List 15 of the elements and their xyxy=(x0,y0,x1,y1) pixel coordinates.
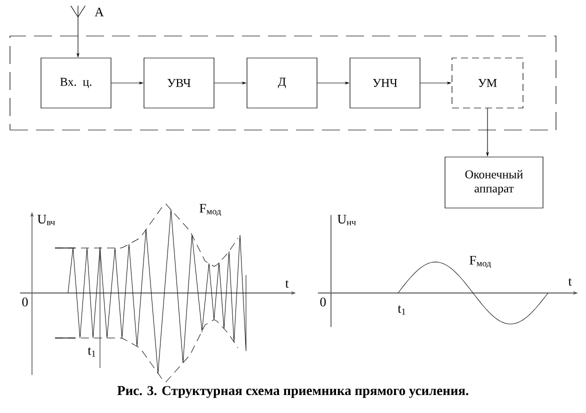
axis-label: 0 xyxy=(22,298,28,306)
block-box: УНЧ xyxy=(350,58,420,108)
block-box: УВЧ xyxy=(144,58,214,108)
axis-label: t$_{1}$ xyxy=(88,347,96,357)
dashed-frame xyxy=(10,36,556,130)
axis-label: t xyxy=(285,280,289,288)
axis-label: U$_{вч}$ xyxy=(37,214,55,226)
antenna-label: А xyxy=(94,8,104,16)
axis-label: F$_{мод}$ xyxy=(200,204,221,216)
block-box: УМ xyxy=(452,58,524,108)
block-box: Д xyxy=(246,58,318,108)
caption: Рис. 3. Структурная схема приемника прямого усиления. xyxy=(117,386,468,398)
block-box: Оконечный аппарат xyxy=(444,156,544,208)
block-box: Вх. ц. xyxy=(40,58,112,108)
antenna-symbol xyxy=(70,6,86,28)
